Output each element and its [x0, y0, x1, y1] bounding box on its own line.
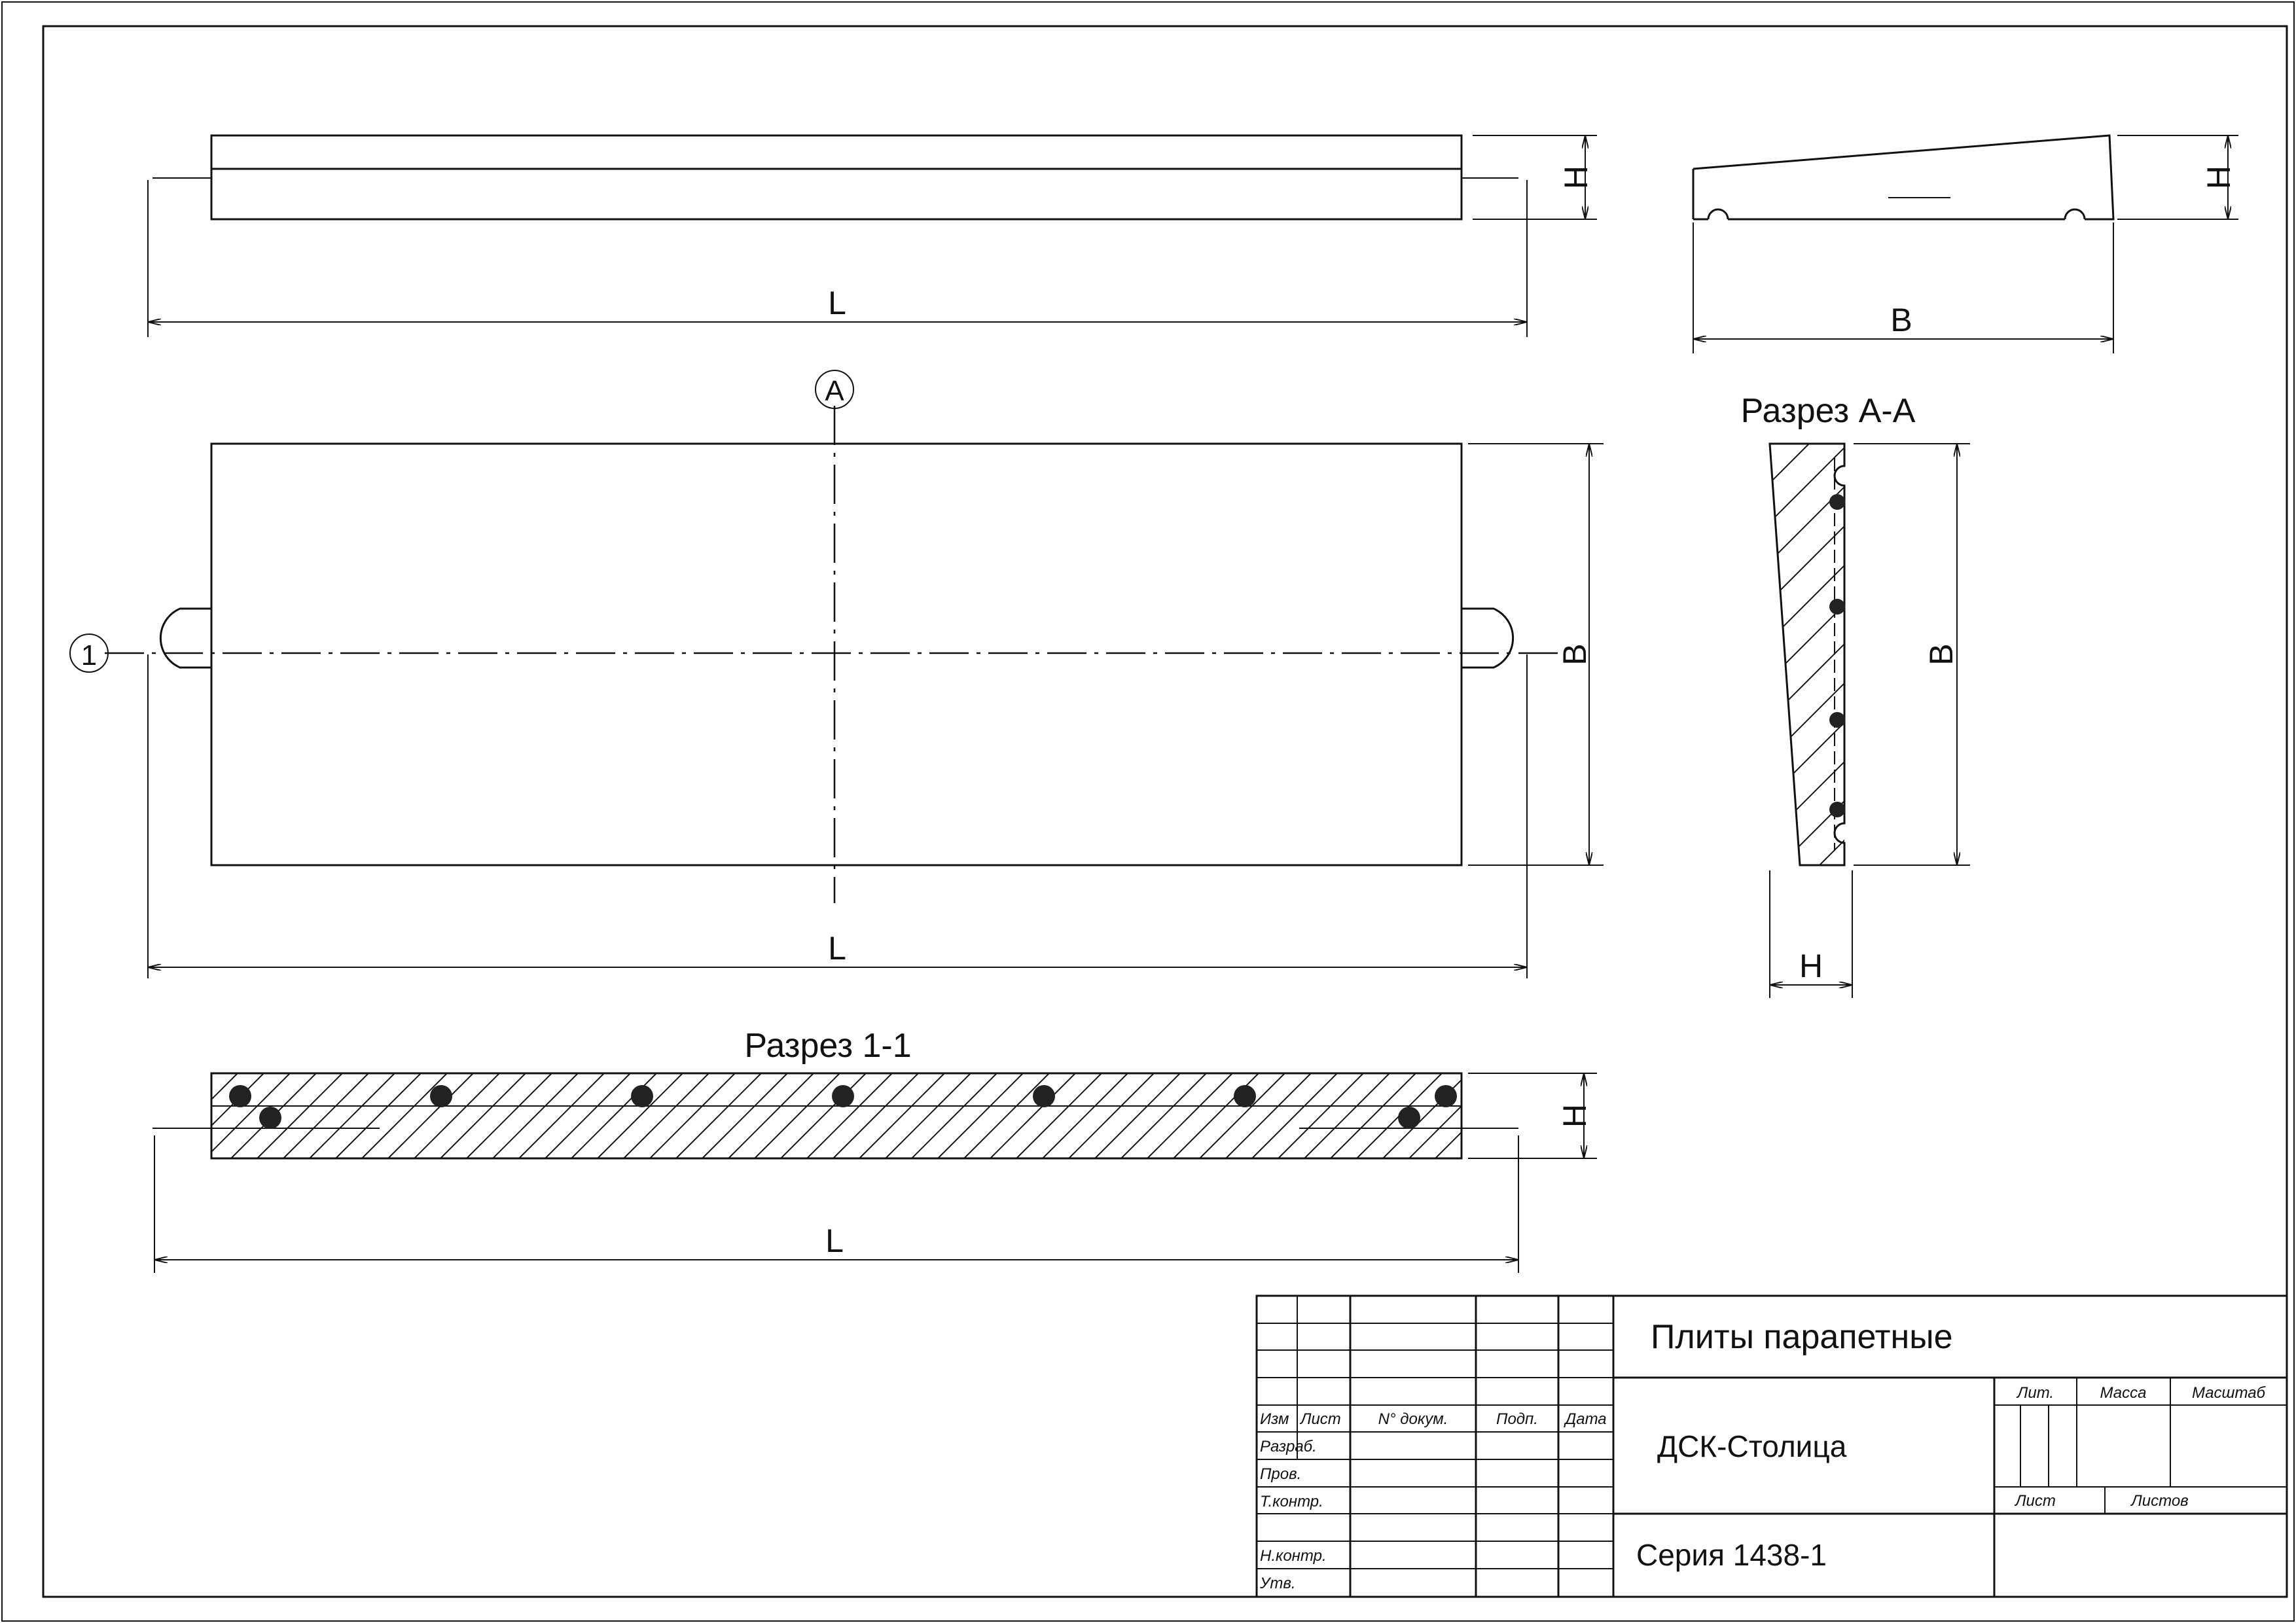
tb-mass: Масса	[2100, 1384, 2147, 1402]
tb-role-utv: Утв.	[1259, 1575, 1296, 1592]
inner-frame	[42, 25, 2288, 1598]
tb-title: Плиты парапетные	[1651, 1318, 1953, 1356]
axis-label-a: A	[825, 375, 844, 407]
dim-height-section: H	[1799, 948, 1823, 984]
tb-col-izm: Изм	[1260, 1410, 1289, 1428]
tb-lit: Лит.	[2016, 1384, 2054, 1402]
section-aa: Разрез А-А B H	[1741, 392, 1970, 998]
tb-scale: Масштаб	[2192, 1384, 2267, 1402]
plan-view: 1 A L B	[69, 370, 1604, 978]
tb-role-tkontr: Т.контр.	[1260, 1493, 1323, 1510]
dim-height-section-11: H	[1556, 1104, 1593, 1128]
dim-width-side: B	[1890, 302, 1912, 338]
dim-length-top: L	[828, 285, 846, 321]
axis-label-1: 1	[81, 639, 97, 671]
section-11: Разрез 1-1 L H	[152, 1027, 1597, 1273]
dim-length-plan: L	[828, 930, 846, 967]
section-11-title: Разрез 1-1	[744, 1027, 911, 1065]
tb-col-sign: Подп.	[1496, 1410, 1538, 1428]
tb-role-prov: Пров.	[1260, 1465, 1301, 1483]
dim-height-side: H	[2200, 166, 2237, 189]
tb-role-nkontr: Н.контр.	[1260, 1547, 1327, 1565]
axis-marker-a	[815, 370, 854, 409]
title-block: Изм Лист N° докум. Подп. Дата Разраб. Пр…	[1255, 1294, 2288, 1598]
elevation-view: L H	[147, 134, 1597, 337]
dim-width-section: B	[1923, 643, 1960, 665]
section-aa-title: Разрез А-А	[1741, 392, 1916, 430]
dim-height-top: H	[1558, 166, 1594, 189]
tb-col-list: Лист	[1299, 1410, 1341, 1428]
tb-sheet: Лист	[2014, 1492, 2056, 1510]
dim-length-section: L	[825, 1222, 844, 1259]
tb-organization: ДСК-Столица	[1657, 1429, 1847, 1463]
axis-marker-1	[69, 633, 109, 673]
side-view: B H	[1692, 134, 2238, 353]
tb-sheets: Листов	[2130, 1492, 2188, 1510]
tb-role-razrab: Разраб.	[1260, 1438, 1317, 1455]
tb-col-date: Дата	[1563, 1410, 1606, 1428]
tb-col-doc: N° докум.	[1378, 1410, 1448, 1428]
tb-series: Серия 1438-1	[1636, 1538, 1827, 1572]
dim-width-plan: B	[1556, 643, 1593, 665]
